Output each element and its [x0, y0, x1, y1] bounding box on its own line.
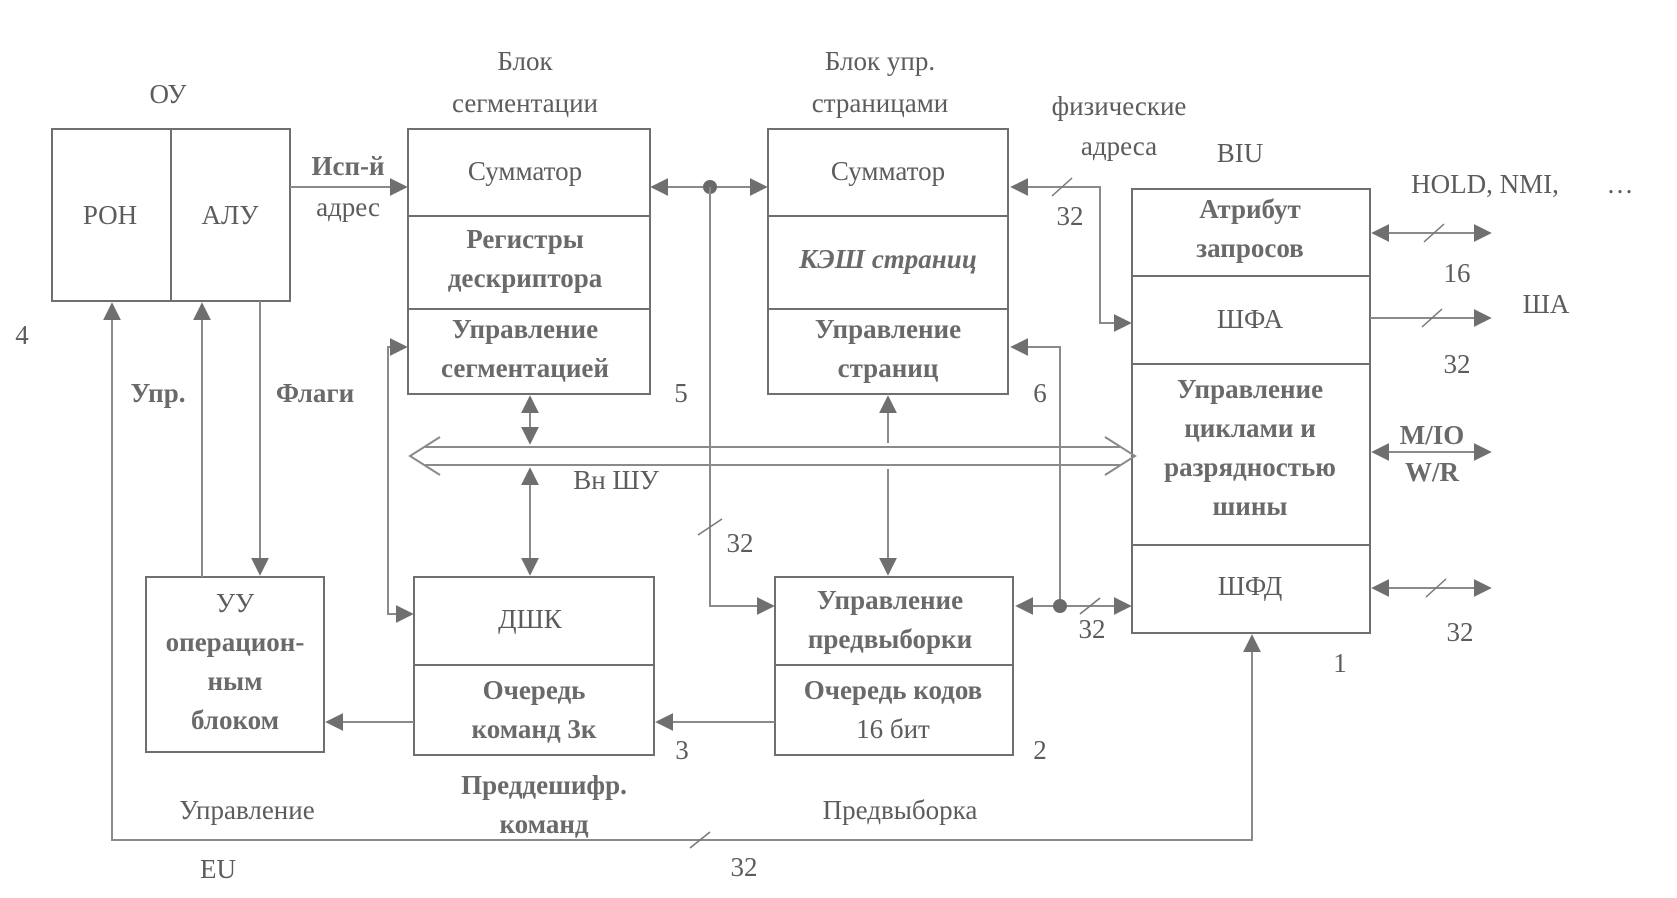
ellipsis-label: …: [1607, 169, 1634, 199]
cycle-ctrl-line1: Управление: [1177, 374, 1323, 404]
page-ctrl-line2: страниц: [838, 353, 939, 383]
cycle-ctrl-line2: циклами и: [1184, 413, 1316, 443]
prefetch-block: Управление предвыборки Очередь кодов 16 …: [774, 576, 1014, 756]
cycle-ctrl-line3: разрядностью: [1164, 452, 1336, 482]
predecode-caption-line1: Преддешифр.: [461, 770, 627, 800]
sha-tick: [1421, 308, 1443, 328]
shd-tick: [1425, 578, 1447, 598]
uu-line2: операцион-: [166, 627, 305, 657]
paging-header-line2: страницами: [812, 88, 948, 118]
flags-label: Флаги: [276, 378, 354, 408]
upr-label: Упр.: [131, 378, 186, 408]
eu-label: EU: [200, 854, 236, 884]
block-number-6: 6: [1033, 378, 1047, 408]
ou-block: РОН АЛУ: [51, 128, 291, 302]
cmd-queue-line1: Очередь: [483, 675, 586, 705]
block-number-2: 2: [1033, 735, 1047, 765]
hold-nmi-label: HOLD, NMI,: [1411, 169, 1559, 199]
segmentation-header-line2: сегментации: [452, 88, 598, 118]
cmd-queue-line2: команд 3к: [472, 714, 597, 744]
block-number-4: 4: [15, 320, 29, 350]
seg-ctrl-line1: Управление: [452, 314, 598, 344]
phys-tick: [1051, 177, 1073, 197]
exec-addr-line1: Исп-й: [311, 151, 384, 181]
predecode-caption-line2: команд: [499, 809, 588, 839]
segmentation-header-line1: Блок: [497, 46, 553, 76]
block-number-3: 3: [675, 735, 689, 765]
decoder-block: ДШК Очередь команд 3к: [413, 576, 655, 756]
req-attr-line2: запросов: [1196, 233, 1303, 263]
shfd-label: ШФД: [1218, 571, 1283, 601]
page-cache-label: КЭШ страниц: [798, 244, 977, 274]
block-number-1: 1: [1333, 648, 1347, 678]
biu-block: Атрибут запросов ШФА Управление циклами …: [1131, 188, 1371, 634]
bottom-bus-width: 32: [731, 852, 758, 882]
sha-label: ША: [1523, 289, 1570, 319]
eu-control-caption: Управление: [179, 795, 314, 825]
cycle-ctrl-line4: шины: [1213, 491, 1288, 521]
code-queue-line2: 16 бит: [856, 714, 930, 744]
bottom-tick: [689, 831, 711, 849]
prefetch-caption: Предвыборка: [823, 795, 978, 825]
internal-control-bus: [408, 436, 1137, 476]
dshk-label: ДШК: [498, 604, 563, 634]
phys-bus-width: 32: [1057, 201, 1084, 231]
phys-addr-label-line1: физические: [1052, 91, 1187, 121]
paging-block: Сумматор КЭШ страниц Управление страниц: [767, 128, 1009, 395]
ron-label: РОН: [83, 200, 137, 230]
uu-line4: блоком: [191, 705, 279, 735]
prefetch-shfd-width: 32: [1079, 614, 1106, 644]
shfa-label: ШФА: [1217, 304, 1284, 334]
page-ctrl-line1: Управление: [815, 314, 961, 344]
paging-header-line1: Блок упр.: [825, 46, 935, 76]
seg-adder-label: Сумматор: [468, 156, 582, 186]
prefetch-ctrl-line2: предвыборки: [808, 624, 972, 654]
mio-label: M/IO: [1400, 420, 1465, 450]
ou-header: ОУ: [149, 79, 187, 109]
block-number-5: 5: [674, 378, 688, 408]
page-adder-label: Сумматор: [831, 156, 945, 186]
prefetch-ctrl-line1: Управление: [817, 585, 963, 615]
exec-addr-line2: адрес: [316, 192, 380, 222]
seg-regs-line2: дескриптора: [448, 263, 603, 293]
internal-bus-label: Вн ШУ: [573, 465, 659, 495]
uu-line3: ным: [207, 666, 262, 696]
uu-block: УУ операцион- ным блоком: [145, 576, 325, 753]
wr-label: W/R: [1405, 457, 1460, 487]
code-queue-line1: Очередь кодов: [804, 675, 983, 705]
internal-bus-width: 32: [727, 528, 754, 558]
shd-bus-width: 32: [1447, 617, 1474, 647]
sha-bus-width: 32: [1444, 349, 1471, 379]
bottom-data-bus: [103, 302, 1261, 841]
seg-ctrl-line2: сегментацией: [441, 353, 609, 383]
alu-label: АЛУ: [202, 200, 260, 230]
req-attr-line1: Атрибут: [1199, 194, 1301, 224]
hold-bus-width: 16: [1444, 258, 1471, 288]
biu-label: BIU: [1217, 138, 1264, 168]
phys-addr-label-line2: адреса: [1081, 131, 1157, 161]
uu-line1: УУ: [216, 588, 255, 618]
seg-regs-line1: Регистры: [466, 224, 584, 254]
hold-tick: [1423, 223, 1445, 243]
segmentation-block: Сумматор Регистры дескриптора Управление…: [407, 128, 651, 395]
junction-bottom: [1053, 599, 1067, 613]
